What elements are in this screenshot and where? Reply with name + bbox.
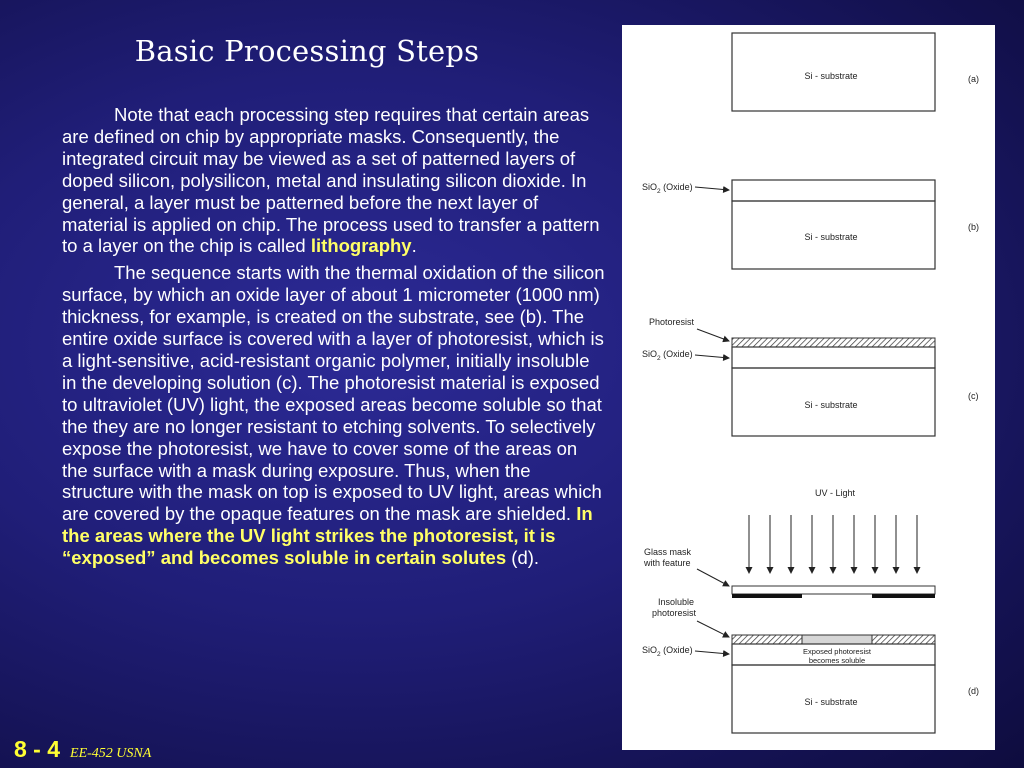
slide-title: Basic Processing Steps [134,34,480,68]
photoresist-label: Photoresist [649,317,695,327]
mask-arrow [696,568,730,587]
oxide-suffix-d: (Oxide) [661,645,693,655]
photoresist-arrow [696,328,730,343]
step-b-diagram: Si - substrate SiO2 (Oxide) (b) [642,179,979,270]
oxide-prefix: SiO [642,182,657,192]
oxide-layer-b [731,179,936,202]
oxide-label-c: SiO2 (Oxide) [642,349,693,362]
oxide-sub-d: 2 [657,651,661,658]
oxide-suffix-c: (Oxide) [661,349,693,359]
exposed-label-2: becomes soluble [809,656,865,665]
oxide-label-b: SiO2 (Oxide) [642,182,693,195]
step-c-label: (c) [968,391,979,401]
exposed-label-1: Exposed photoresist [803,647,872,656]
step-d-label: (d) [968,686,979,696]
lithography-term: lithography [310,235,412,257]
substrate-label-d: Si - substrate [804,697,857,707]
oxide-layer-c [731,346,936,369]
paragraph-2-end: (d). [506,547,540,569]
paragraph-1-end: . [411,235,417,257]
substrate-label-a: Si - substrate [804,71,857,81]
uv-arrows [745,515,921,574]
step-c-diagram: Si - substrate Photoresist SiO2 (Oxide) … [642,317,979,437]
substrate-label-c: Si - substrate [804,400,857,410]
substrate-layer-b [731,200,936,270]
step-d-diagram: UV - Light Glass mask with feature [642,488,979,734]
process-figure: Si - substrate (a) Si - substrate SiO2 (… [622,25,995,750]
slide-footer: 8 - 4 EE-452 USNA [14,736,151,768]
oxide-prefix-d: SiO [642,645,657,655]
slide-body: Note that each processing step requires … [62,104,607,574]
insoluble-arrow [696,620,730,638]
oxide-prefix-c: SiO [642,349,657,359]
oxide-arrow-b [694,185,730,193]
glass-mask-label-2: with feature [643,558,691,568]
course-label: EE-452 USNA [70,746,152,761]
oxide-sub: 2 [657,188,661,195]
substrate-layer-c [731,367,936,437]
paragraph-lithography: Note that each processing step requires … [62,104,607,257]
uv-light-label: UV - Light [815,488,856,498]
oxide-label-d: SiO2 (Oxide) [642,645,693,658]
oxide-arrow-c [694,353,730,361]
substrate-label-b: Si - substrate [804,232,857,242]
exposure-emphasis: In the areas where the UV light strikes … [62,503,593,569]
step-a-label: (a) [968,74,979,84]
insoluble-photoresist-right [871,634,936,645]
mask-opaque-right [872,594,935,598]
paragraph-oxidation: The sequence starts with the thermal oxi… [62,262,607,569]
insoluble-photoresist-left [731,634,803,645]
oxide-sub-c: 2 [657,355,661,362]
insoluble-label-1: Insoluble [658,597,694,607]
substrate-layer-a [731,32,936,112]
step-a-diagram: Si - substrate (a) [731,32,979,112]
paragraph-2-text: The sequence starts with the thermal oxi… [62,262,605,525]
photoresist-layer-c [731,337,936,348]
process-diagram: Si - substrate (a) Si - substrate SiO2 (… [642,32,979,734]
insoluble-label-2: photoresist [652,608,697,618]
step-b-label: (b) [968,222,979,232]
oxide-arrow-d [694,649,730,657]
glass-mask-label-1: Glass mask [644,547,692,557]
oxide-suffix: (Oxide) [661,182,693,192]
slide-number: 8 - 4 [14,736,61,762]
exposed-photoresist [801,634,873,645]
paragraph-1-text: Note that each processing step requires … [62,104,600,257]
mask-opaque-left [732,594,802,598]
glass-mask [731,585,936,595]
substrate-layer-d [731,664,936,734]
